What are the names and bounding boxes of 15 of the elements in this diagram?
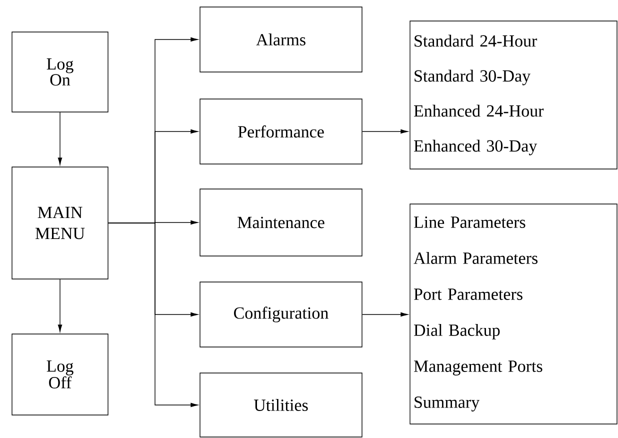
menu-box: Alarms bbox=[200, 6, 362, 72]
arrow bbox=[362, 312, 408, 317]
menu-box: Maintenance bbox=[200, 188, 362, 256]
menu-box: Configuration bbox=[200, 282, 362, 348]
menu-box: MAIN MENU bbox=[12, 166, 108, 280]
list-box: Standard 24-Hour Standard 30-Day Enhanced 24-Hour Enhanced 30-Day bbox=[410, 20, 618, 170]
menu-box: Utilities bbox=[200, 372, 362, 438]
list-box: Line Parameters Alarm Parameters Port Parameters Dial Backup Management Ports Summary bbox=[410, 204, 618, 424]
menu-box: Log Off bbox=[12, 334, 108, 416]
menu-box: Log On bbox=[12, 32, 108, 112]
arrow bbox=[58, 278, 62, 332]
menu-box: Performance bbox=[200, 98, 362, 164]
arrow bbox=[58, 112, 62, 165]
arrow bbox=[108, 222, 198, 408]
arrow bbox=[362, 129, 408, 134]
